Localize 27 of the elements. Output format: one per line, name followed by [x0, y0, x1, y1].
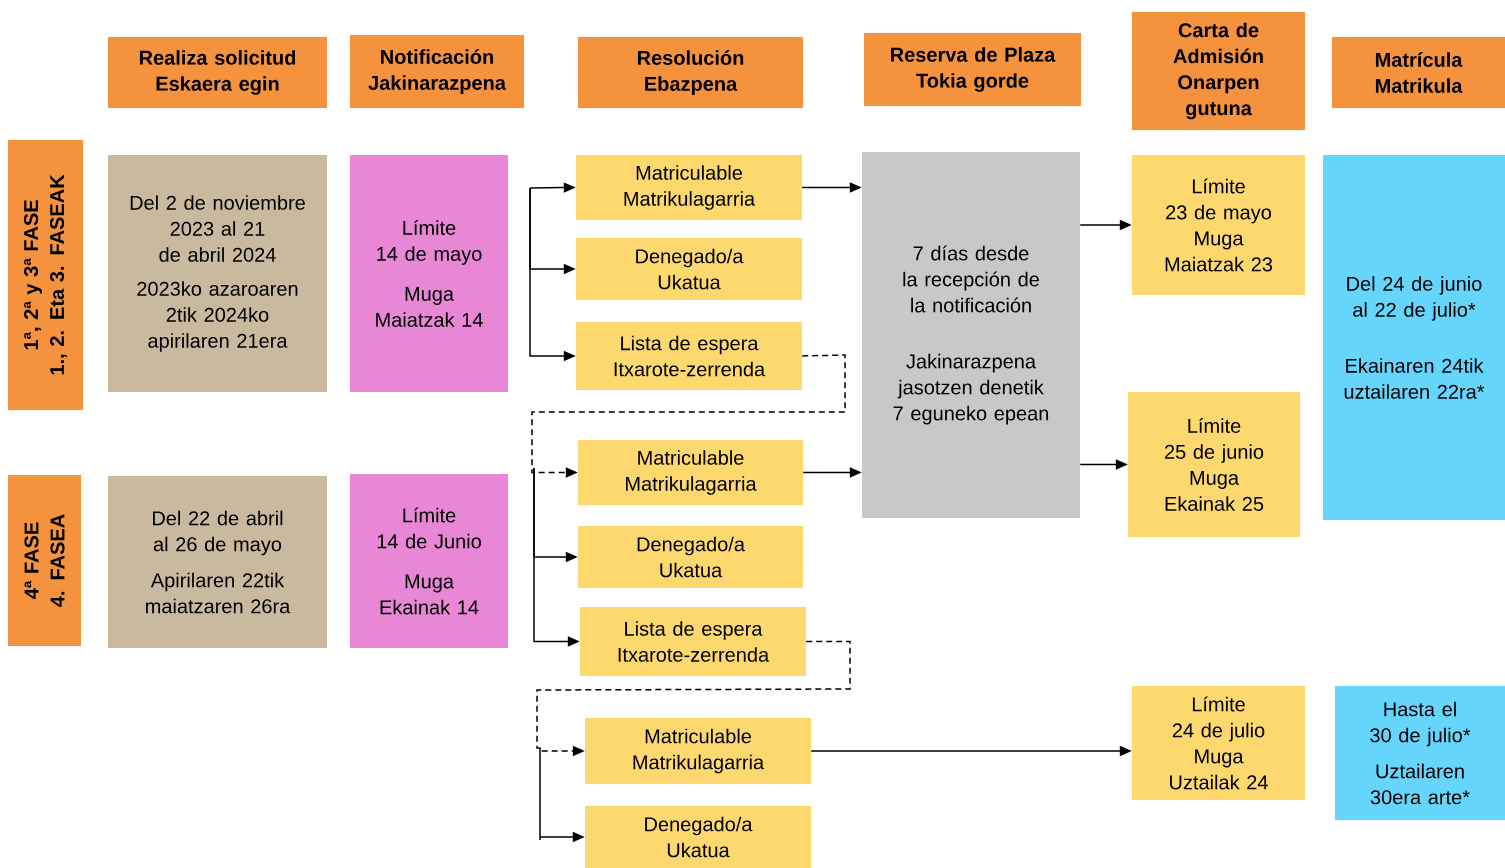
status-box: Matriculable Matrikulagarria [578, 440, 803, 505]
status-box: Matriculable Matrikulagarria [585, 718, 811, 784]
header-box: Carta de Admisión Onarpen gutuna [1132, 12, 1305, 130]
status-box: Denegado/a Ukatua [578, 526, 803, 588]
status-box: Denegado/a Ukatua [576, 238, 802, 300]
dashed-arrow [531, 354, 846, 478]
enrollment-box: Hasta el 30 de julio* Uztailaren 30era arte* [1335, 686, 1505, 820]
deadline-box: Límite 14 de Junio Muga Ekainak 14 [350, 474, 508, 648]
header-box: Reserva de Plaza Tokia gorde [864, 33, 1081, 106]
status-box: Lista de espera Itxarote-zerrenda [580, 607, 806, 676]
deadline-box: Límite 14 de mayo Muga Maiatzak 14 [350, 155, 508, 392]
status-box: Denegado/a Ukatua [585, 806, 811, 868]
status-box: Matriculable Matrikulagarria [576, 155, 802, 220]
period-box: 7 días desde la recepción de la notificación Jakinarazpena jasotzen denetik 7 eguneko epean [862, 152, 1080, 518]
header-box: Realiza solicitud Eskaera egin [108, 37, 327, 108]
status-box: Lista de espera Itxarote-zerrenda [576, 322, 802, 390]
deadline-box: Límite 24 de julio Muga Uztailak 24 [1132, 686, 1305, 800]
phase-box: 1ª, 2ª y 3ª FASE 1., 2. Eta 3. FASEAK [8, 140, 83, 410]
header-box: Notificación Jakinarazpena [350, 35, 524, 108]
date-box: Del 2 de noviembre 2023 al 21 de abril 2024 2023ko azaroaren 2tik 2024ko apirilaren 21era [108, 155, 327, 392]
header-box: Matrícula Matrikula [1332, 37, 1505, 108]
header-box: Resolución Ebazpena [578, 37, 803, 108]
deadline-box: Límite 23 de mayo Muga Maiatzak 23 [1132, 155, 1305, 295]
date-box: Del 22 de abril al 26 de mayo Apirilaren 22tik maiatzaren 26ra [108, 476, 327, 648]
deadline-box: Límite 25 de junio Muga Ekainak 25 [1128, 392, 1300, 537]
enrollment-box: Del 24 de junio al 22 de julio* Ekainaren 24tik uztailaren 22ra* [1323, 155, 1505, 520]
phase-box: 4ª FASE 4. FASEA [8, 475, 81, 646]
